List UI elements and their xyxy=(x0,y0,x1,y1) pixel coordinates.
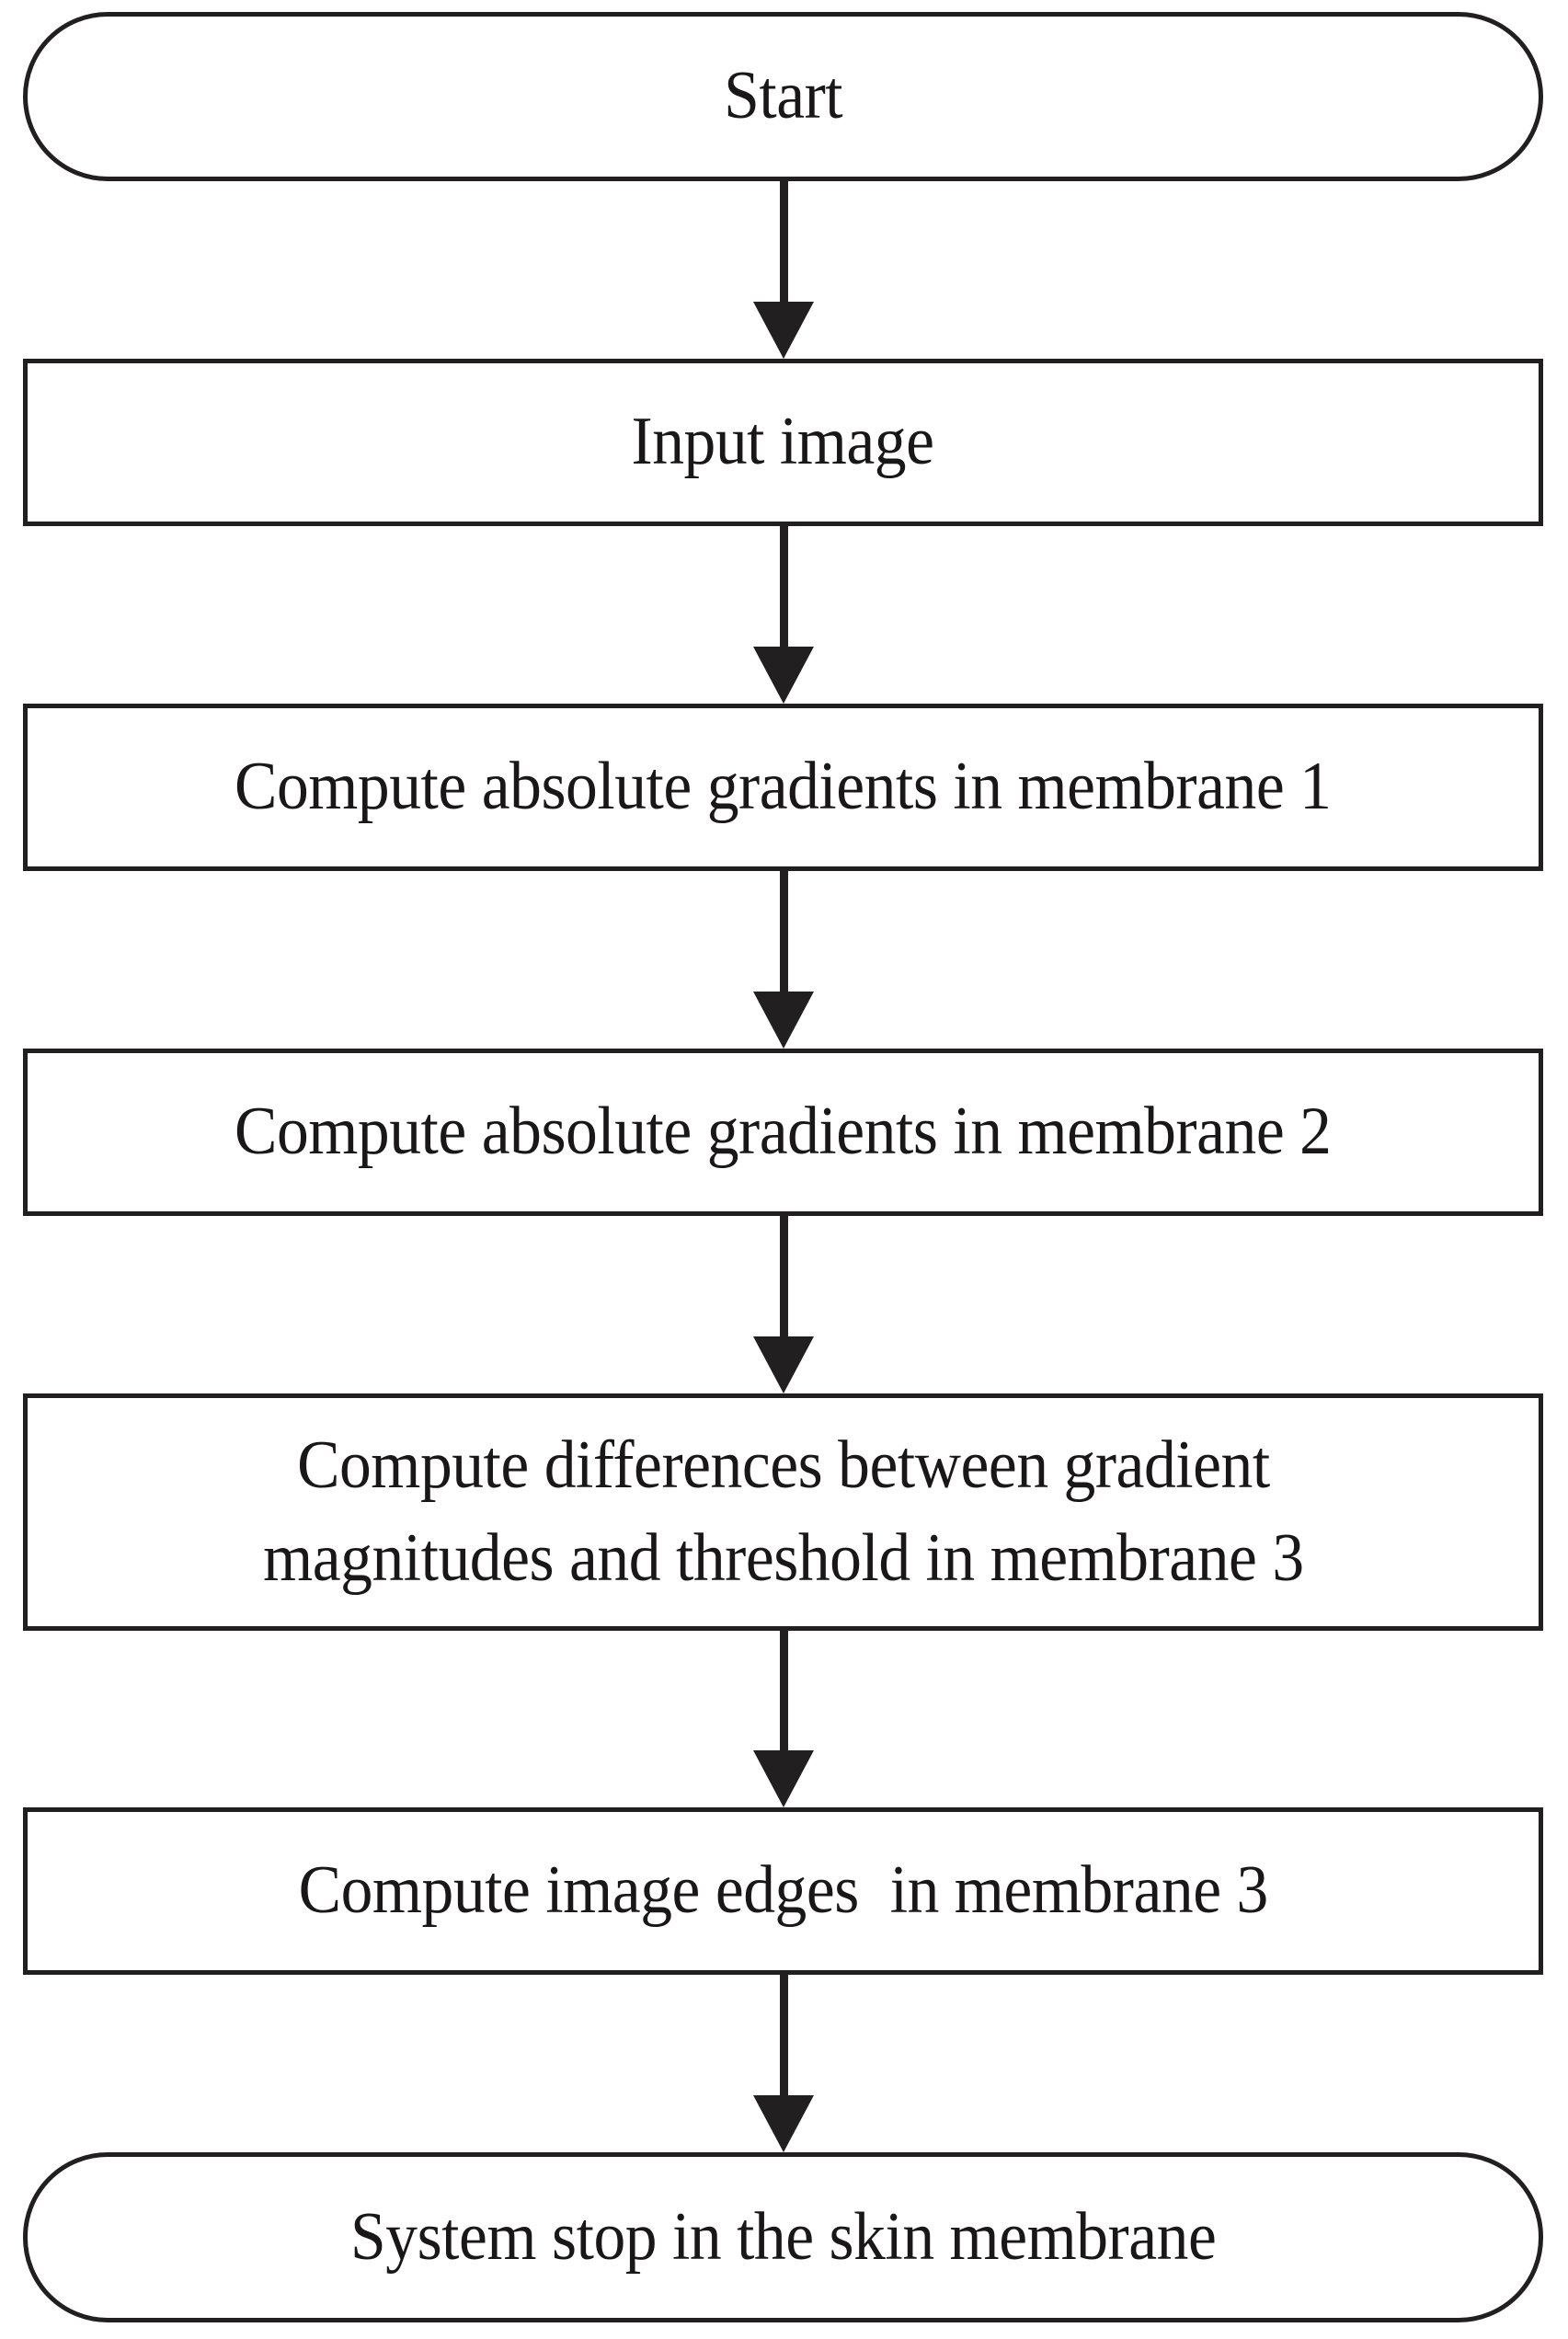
flow-node-differences-membrane-3-label: Compute differences between gradient mag… xyxy=(262,1427,1304,1596)
arrow-start-to-input-image xyxy=(753,181,814,359)
arrow-head-icon xyxy=(753,2095,814,2152)
flow-node-gradients-membrane-1-label: Compute absolute gradients in membrane 1 xyxy=(235,749,1332,825)
arrow-head-icon xyxy=(753,1750,814,1807)
arrow-head-icon xyxy=(753,647,814,704)
arrow-head-icon xyxy=(753,1336,814,1393)
arrow-stem xyxy=(779,1216,788,1336)
flow-node-start[interactable]: Start xyxy=(23,12,1543,181)
flow-node-image-edges-membrane-3-label: Compute image edges in membrane 3 xyxy=(298,1852,1268,1929)
arrow-differences-to-image-edges xyxy=(753,1631,814,1807)
arrow-image-edges-to-system-stop xyxy=(753,1975,814,2152)
arrow-stem xyxy=(779,871,788,992)
flow-node-input-image[interactable]: Input image xyxy=(23,359,1543,526)
arrow-gradients-2-to-differences xyxy=(753,1216,814,1393)
arrow-stem xyxy=(779,181,788,302)
flow-node-gradients-membrane-2-label: Compute absolute gradients in membrane 2 xyxy=(235,1094,1332,1170)
arrow-input-image-to-gradients-1 xyxy=(753,526,814,704)
flow-node-start-label: Start xyxy=(723,58,843,134)
arrow-head-icon xyxy=(753,992,814,1049)
flow-node-gradients-membrane-1[interactable]: Compute absolute gradients in membrane 1 xyxy=(23,704,1543,871)
arrow-gradients-1-to-gradients-2 xyxy=(753,871,814,1049)
arrow-head-icon xyxy=(753,302,814,359)
flow-node-image-edges-membrane-3[interactable]: Compute image edges in membrane 3 xyxy=(23,1807,1543,1975)
flow-node-differences-membrane-3[interactable]: Compute differences between gradient mag… xyxy=(23,1393,1543,1631)
arrow-stem xyxy=(779,1631,788,1750)
flow-node-system-stop[interactable]: System stop in the skin membrane xyxy=(23,2152,1543,2322)
flow-node-gradients-membrane-2[interactable]: Compute absolute gradients in membrane 2 xyxy=(23,1049,1543,1216)
arrow-stem xyxy=(779,526,788,647)
arrow-stem xyxy=(779,1975,788,2095)
flow-node-input-image-label: Input image xyxy=(631,404,934,480)
flow-node-system-stop-label: System stop in the skin membrane xyxy=(349,2198,1217,2275)
